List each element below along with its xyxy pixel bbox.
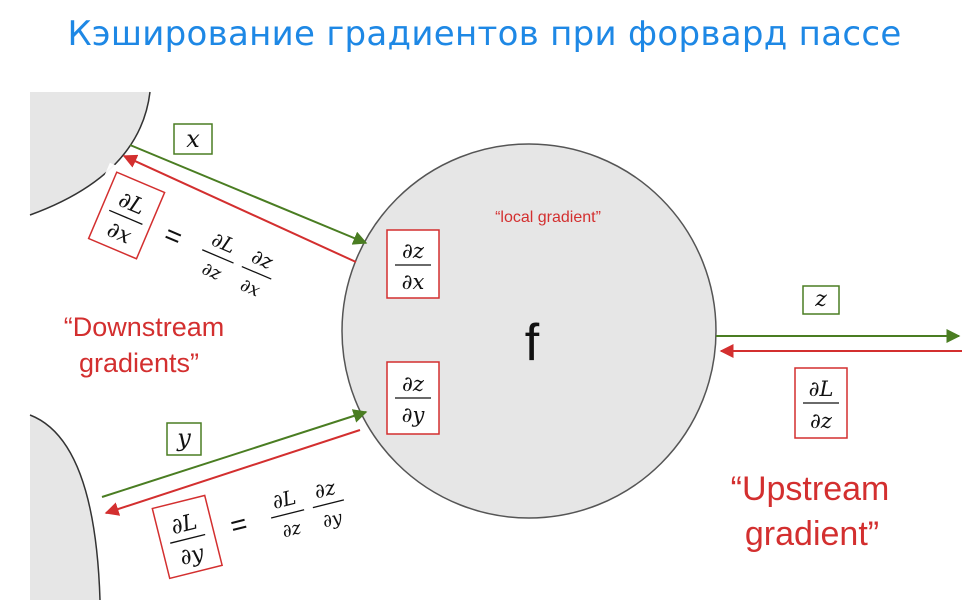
svg-text:∂x: ∂x (402, 270, 425, 294)
downstream-y-factor-1: ∂L ∂z (270, 485, 305, 542)
svg-text:∂z: ∂z (280, 517, 304, 542)
svg-text:∂L: ∂L (270, 485, 299, 514)
svg-text:∂L: ∂L (809, 377, 834, 401)
input-node-x (30, 92, 150, 215)
downstream-gradients-label-line2: gradients” (79, 348, 199, 378)
output-label-z: z (814, 287, 827, 312)
input-node-y (30, 415, 100, 600)
slide-title: Кэширование градиентов при форвард пассе (67, 14, 902, 54)
downstream-gradient-x: ∂L ∂x = ∂L ∂z ∂z ∂x (75, 162, 331, 338)
upstream-gradient-label-line1: “Upstream (731, 470, 890, 508)
forward-edge-x (129, 144, 368, 245)
svg-text:∂L: ∂L (169, 509, 200, 540)
downstream-y-equals: = (227, 508, 250, 542)
svg-text:∂z: ∂z (402, 372, 425, 396)
local-gradient-dz-dx: ∂z ∂x (386, 229, 440, 299)
svg-text:∂z: ∂z (810, 409, 833, 433)
upstream-gradient-dl-dz: ∂L ∂z (794, 367, 848, 439)
input-label-y: y (176, 424, 191, 452)
input-label-x: x (186, 125, 200, 153)
svg-text:∂y: ∂y (402, 403, 426, 427)
local-gradient-label: “local gradient” (495, 209, 601, 226)
downstream-gradient-y: ∂L ∂y = ∂L ∂z ∂z ∂y (141, 447, 395, 589)
backward-edge-x (122, 154, 357, 263)
svg-text:∂z: ∂z (402, 239, 425, 263)
downstream-x-lhs: ∂L ∂x (87, 171, 166, 260)
backward-edge-y (104, 429, 361, 516)
downstream-gradients-label-line1: “Downstream (64, 312, 225, 342)
downstream-y-lhs: ∂L ∂y (151, 494, 224, 580)
upstream-gradient-label-line2: gradient” (745, 515, 879, 553)
node-function-label: f (525, 314, 540, 372)
forward-edge-y (101, 409, 368, 498)
local-gradient-dz-dy: ∂z ∂y (386, 361, 440, 435)
